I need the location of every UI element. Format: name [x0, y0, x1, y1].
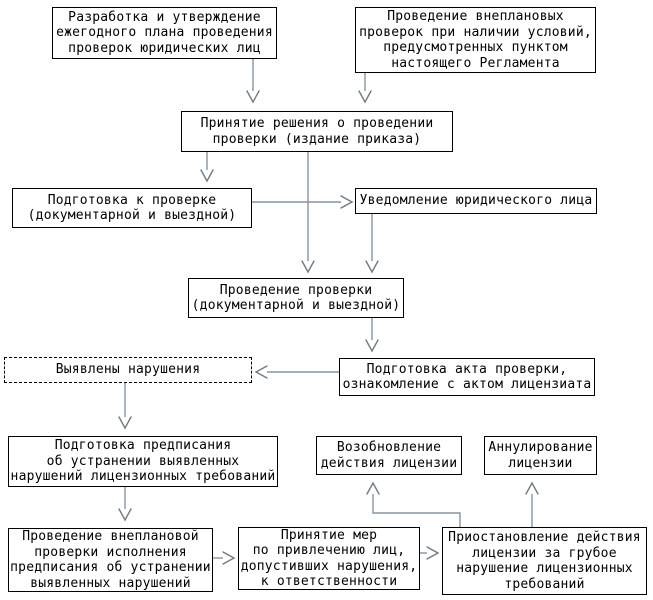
node-license-resumption: Возобновление действия лицензии [316, 436, 462, 475]
node-inspection-execution: Проведение проверки (документарной и вые… [188, 278, 404, 318]
node-unscheduled-inspections: Проведение внеплановых проверок при нали… [355, 7, 596, 73]
arrow-notification-to-execution [365, 214, 379, 274]
node-license-annulment: Аннулирование лицензии [484, 436, 597, 475]
arrow-unscheduled-to-decision [358, 73, 372, 104]
node-plan-development: Разработка и утверждение ежегодного план… [52, 7, 277, 59]
arrow-preparation-to-notification [252, 195, 354, 209]
node-inspection-preparation: Подготовка к проверке (документарной и в… [12, 188, 252, 228]
arrow-violations-to-directive [118, 383, 132, 430]
node-accountability-measures: Принятие мер по привлечению лиц, допусти… [238, 527, 420, 590]
arrow-execution-to-act [365, 318, 379, 353]
node-license-suspension: Приостановление действия лицензии за гру… [442, 527, 647, 595]
arrow-followup-to-measures [213, 551, 236, 565]
arrow-plan-to-decision [246, 59, 260, 104]
node-legal-entity-notification: Уведомление юридического лица [355, 188, 597, 214]
arrow-decision-to-preparation [200, 152, 214, 183]
arrow-decision-to-execution [301, 152, 315, 274]
arrow-measures-to-suspension [420, 546, 440, 560]
arrow-directive-to-followup [118, 487, 132, 522]
arrow-suspension-to-annulment [525, 481, 539, 527]
arrow-act-to-violations [254, 365, 339, 379]
node-inspection-decision: Принятие решения о проведении проверки (… [181, 111, 453, 152]
node-unscheduled-followup-inspection: Проведение внеплановой проверки исполнен… [8, 528, 213, 592]
node-violations-found: Выявлены нарушения [4, 357, 252, 383]
arrow-suspension-to-resumption [366, 481, 461, 527]
node-inspection-act: Подготовка акта проверки, ознакомление с… [339, 358, 595, 396]
node-directive-preparation: Подготовка предписания об устранении выя… [8, 436, 278, 487]
